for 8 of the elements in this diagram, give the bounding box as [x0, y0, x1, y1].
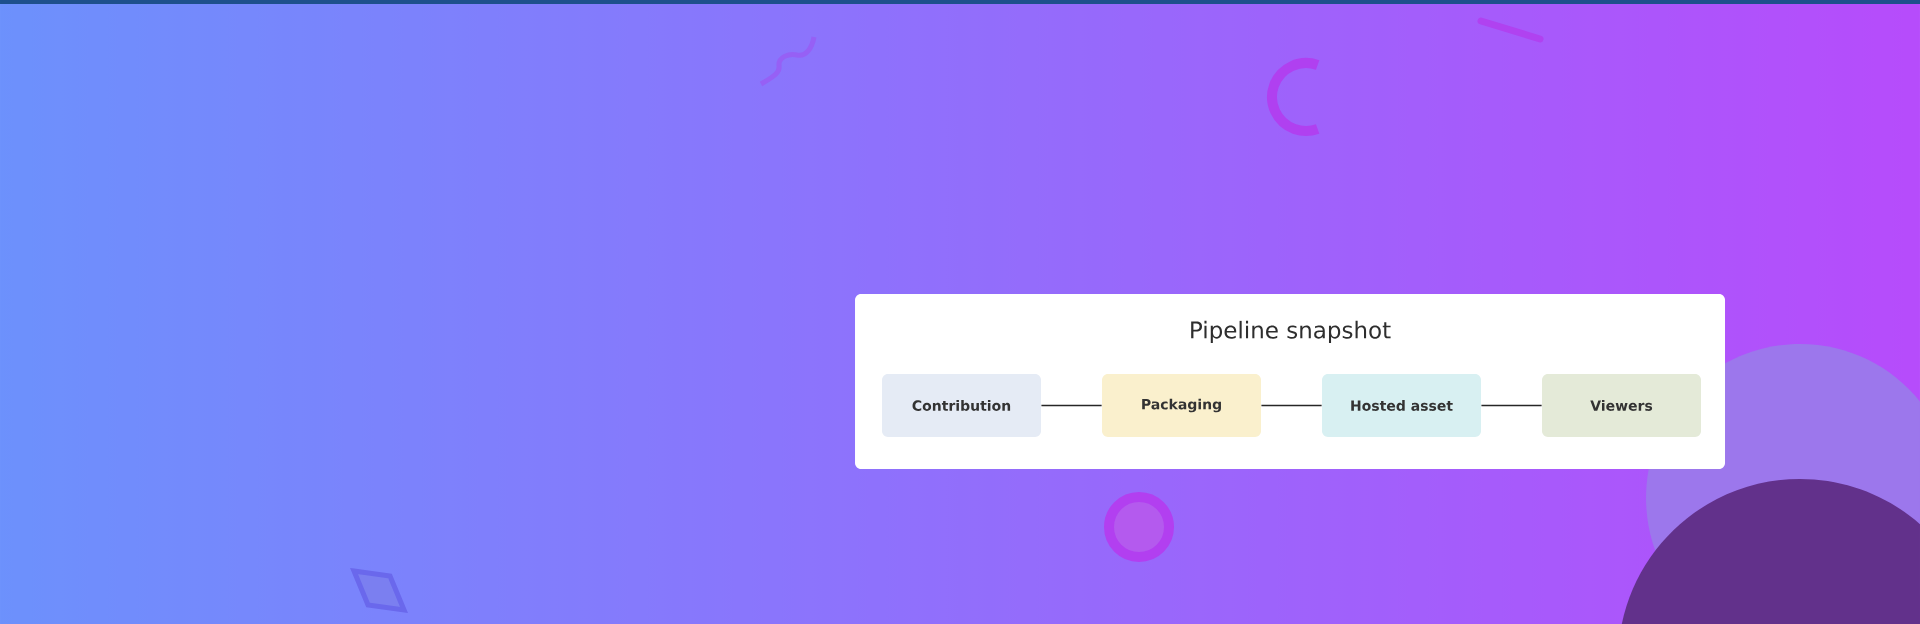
process-box: Hosted asset [1322, 374, 1481, 437]
process-box: Packaging [1102, 374, 1261, 437]
connector-line [1480, 404, 1543, 407]
connector-line [1040, 404, 1103, 407]
process-box: Viewers [1542, 374, 1701, 437]
process-box: Contribution [882, 374, 1041, 437]
card-title: Pipeline snapshot [1191, 320, 1391, 344]
connector-line [1260, 404, 1323, 407]
